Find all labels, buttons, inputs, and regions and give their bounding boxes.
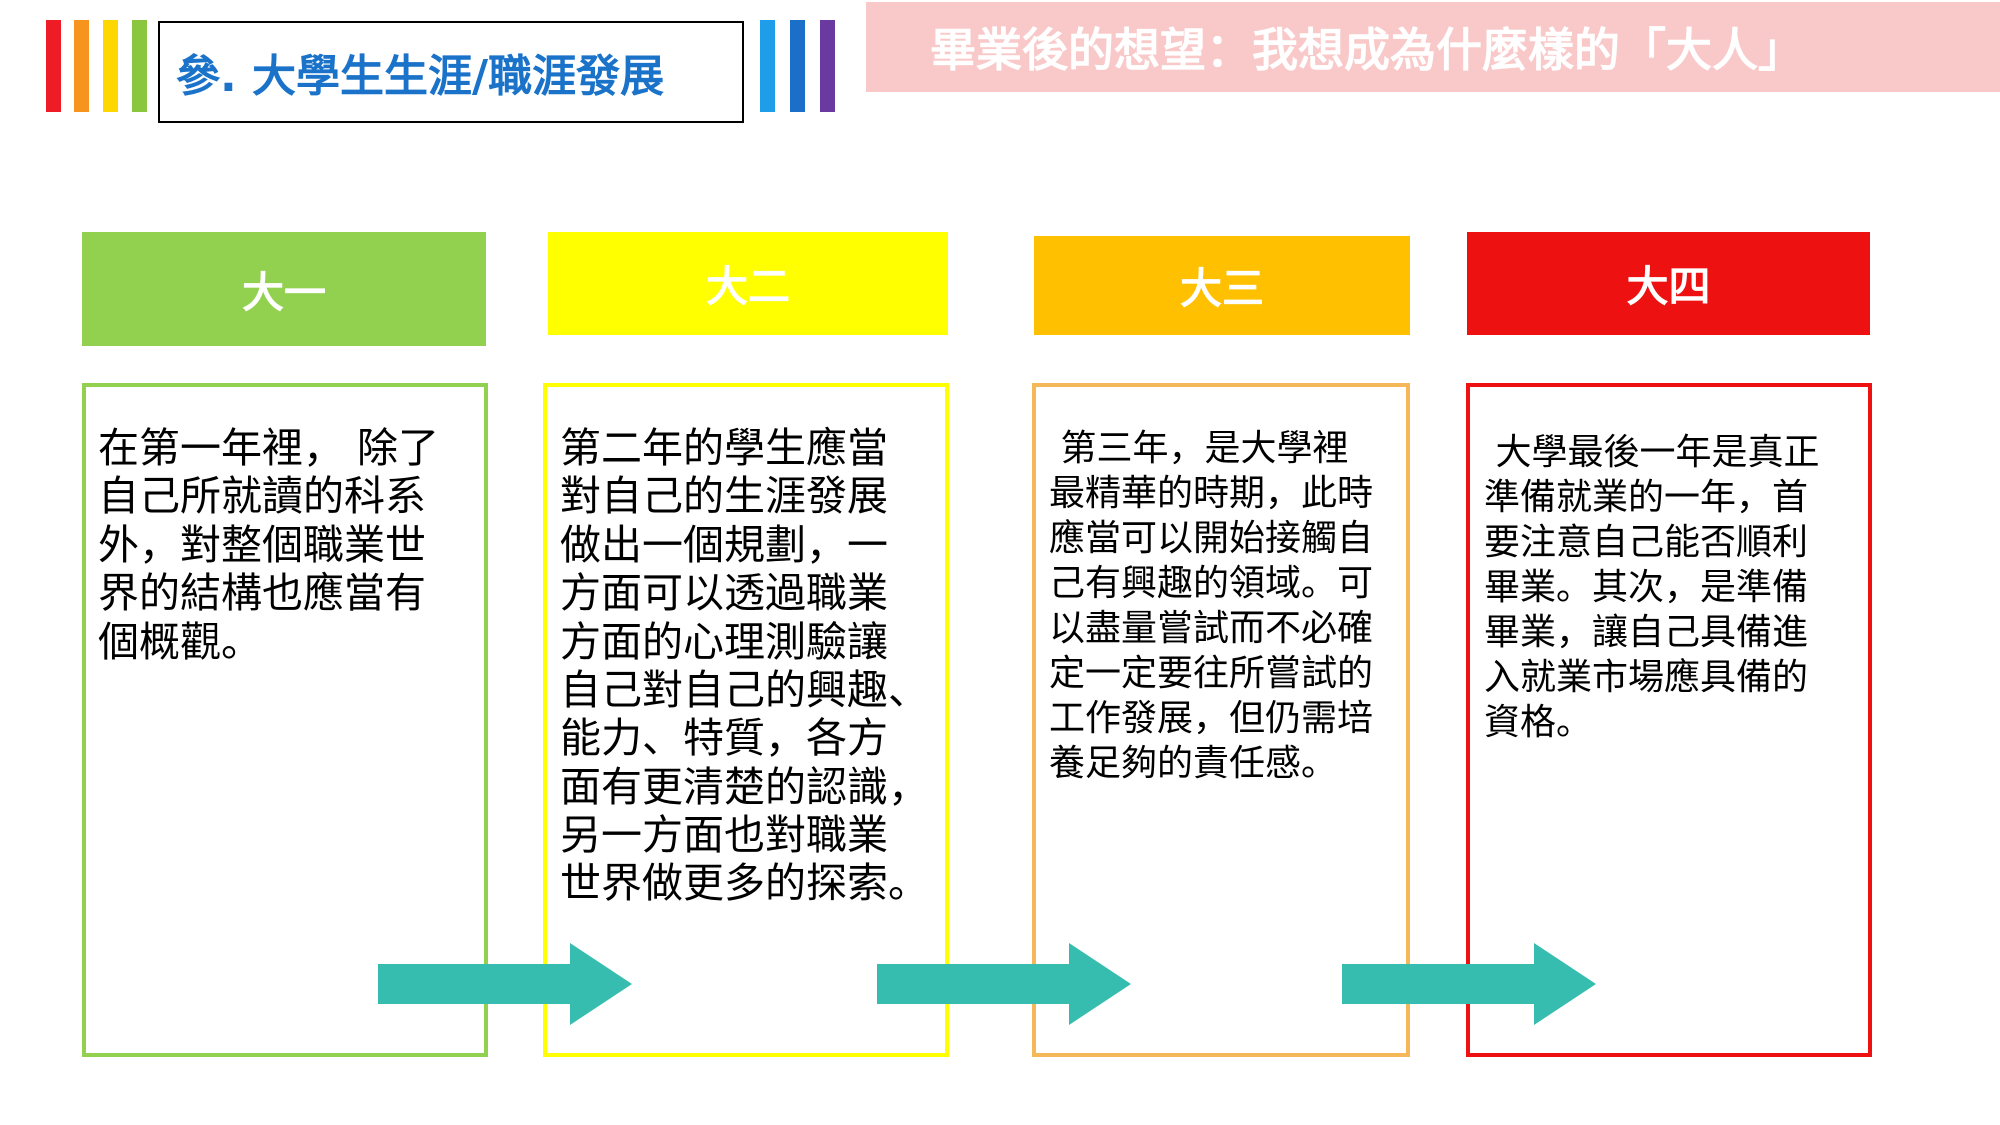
stripe-red	[46, 20, 61, 112]
year1-header: 大一	[82, 232, 486, 346]
year2-description: 第二年的學生應當 對自己的生涯發展 做出一個規劃，一 方面可以透過職業 方面的心…	[560, 424, 929, 908]
stripe-orange	[74, 20, 89, 112]
arrow-right-icon	[378, 943, 632, 1025]
year1-description: 在第一年裡， 除了 自己所就讀的科系 外，對整個職業世 界的結構也應當有 個概觀…	[98, 424, 440, 666]
year3-header: 大三	[1034, 236, 1410, 335]
section-title-box: 參. 大學生生涯/職涯發展	[158, 21, 744, 123]
stripe-purple	[820, 20, 835, 112]
year2-box	[543, 383, 949, 1057]
stripe-yellow	[103, 20, 118, 112]
year4-header: 大四	[1467, 232, 1870, 335]
year3-label: 大三	[1179, 264, 1264, 313]
year1-box	[82, 383, 488, 1057]
banner: 畢業後的想望：我想成為什麼樣的「大人」	[866, 2, 2000, 92]
year2-header: 大二	[548, 232, 948, 335]
arrow-right-icon	[877, 943, 1131, 1025]
year4-box	[1466, 383, 1872, 1057]
year4-label: 大四	[1626, 262, 1711, 311]
stripe-light-blue	[760, 20, 775, 112]
year1-label: 大一	[241, 267, 326, 317]
year2-label: 大二	[705, 262, 790, 311]
banner-text: 畢業後的想望：我想成為什麼樣的「大人」	[930, 23, 1804, 77]
year3-box	[1032, 383, 1410, 1057]
year4-description: 大學最後一年是真正 準備就業的一年，首 要注意自己能否順利 畢業。其次，是準備 …	[1484, 432, 1820, 743]
stripe-blue	[790, 20, 805, 112]
section-title: 參. 大學生生涯/職涯發展	[176, 51, 665, 102]
year3-description: 第三年，是大學裡 最精華的時期，此時 應當可以開始接觸自 己有興趣的領域。可 以…	[1049, 428, 1374, 784]
stripe-green	[132, 20, 147, 112]
arrow-right-icon	[1342, 943, 1596, 1025]
